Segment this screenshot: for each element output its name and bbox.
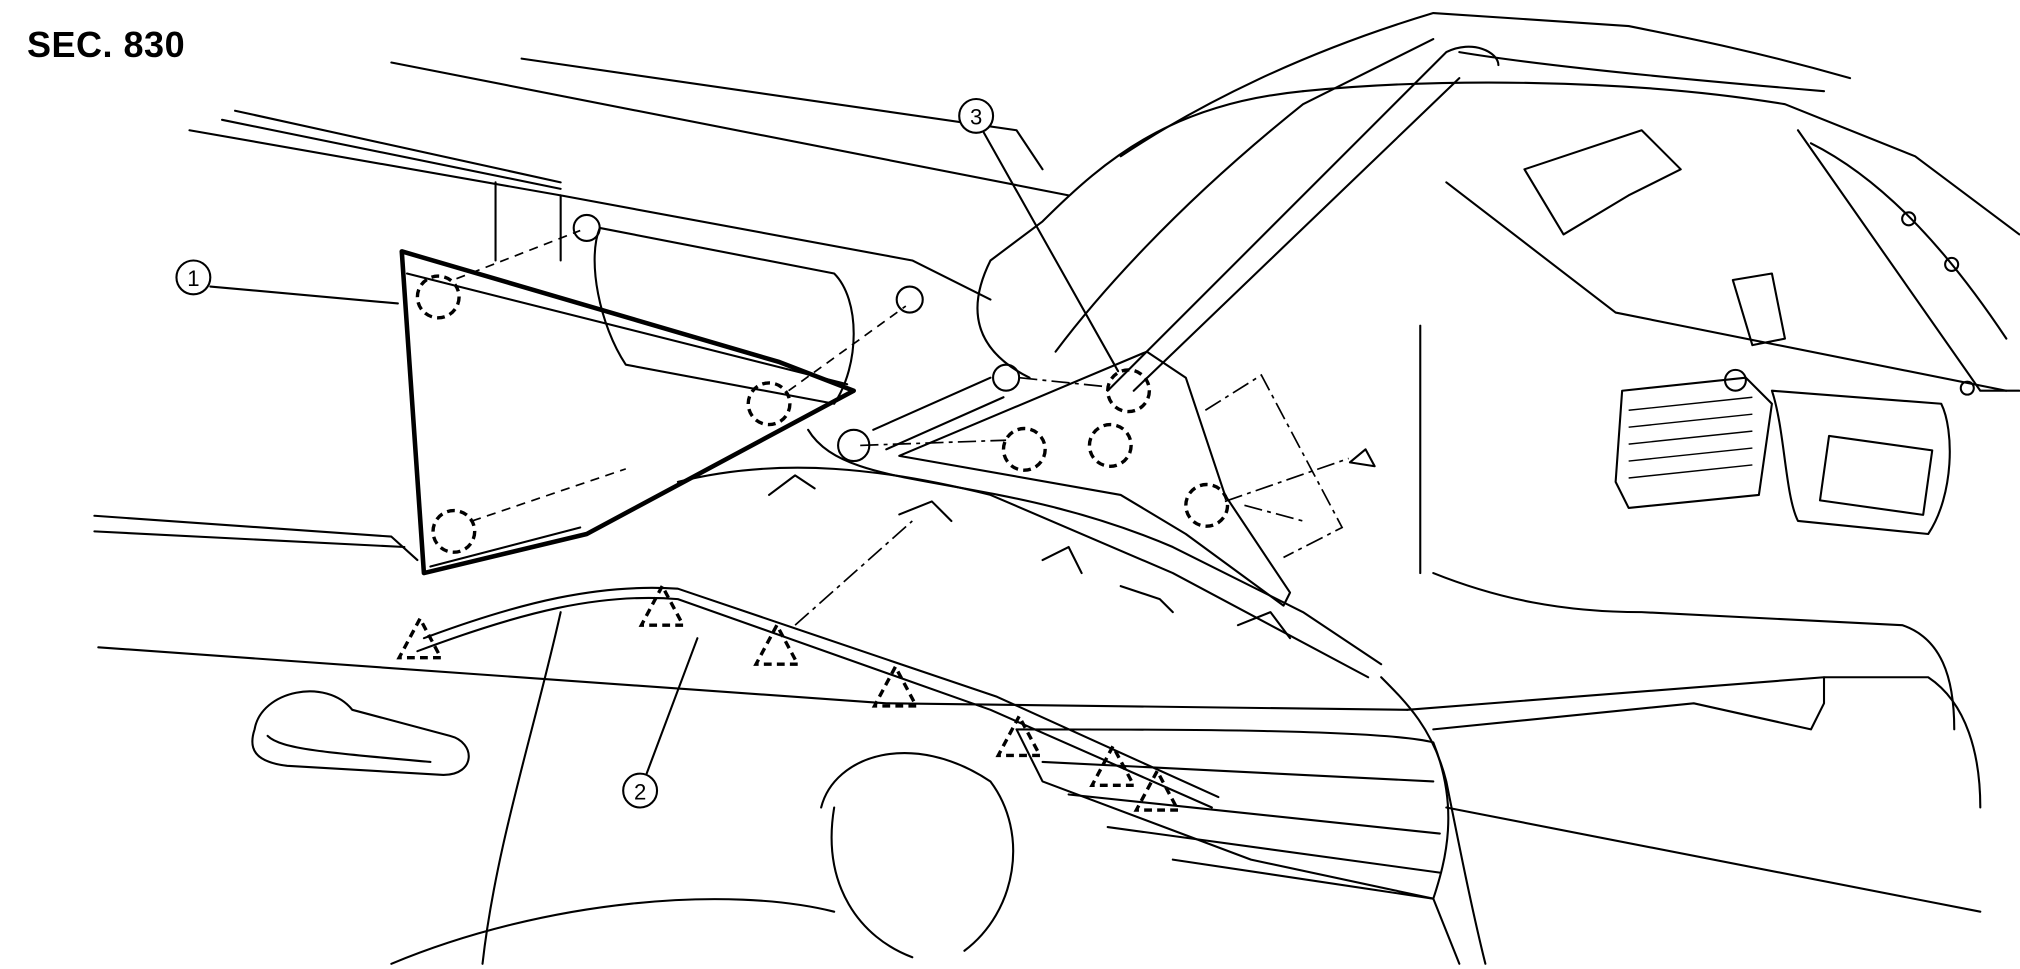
svg-text:2: 2: [634, 779, 646, 804]
vehicle-body-outline: [93, 11, 2020, 965]
callout-1: 1: [175, 259, 399, 305]
callout-3: 3: [958, 97, 1120, 373]
installation-guides: [456, 229, 1349, 626]
section-label: SEC. 830: [27, 24, 186, 65]
svg-text:3: 3: [970, 105, 982, 130]
part-3-bracket: [898, 350, 1292, 607]
svg-text:1: 1: [187, 266, 199, 291]
clip-icon: [1348, 448, 1376, 468]
callout-2: 2: [622, 637, 699, 809]
part-1-triangle-trim: [399, 249, 856, 576]
clip-markers: [396, 274, 1376, 812]
part-2-trim-strip: [416, 586, 1220, 809]
door-handle: [251, 690, 470, 776]
